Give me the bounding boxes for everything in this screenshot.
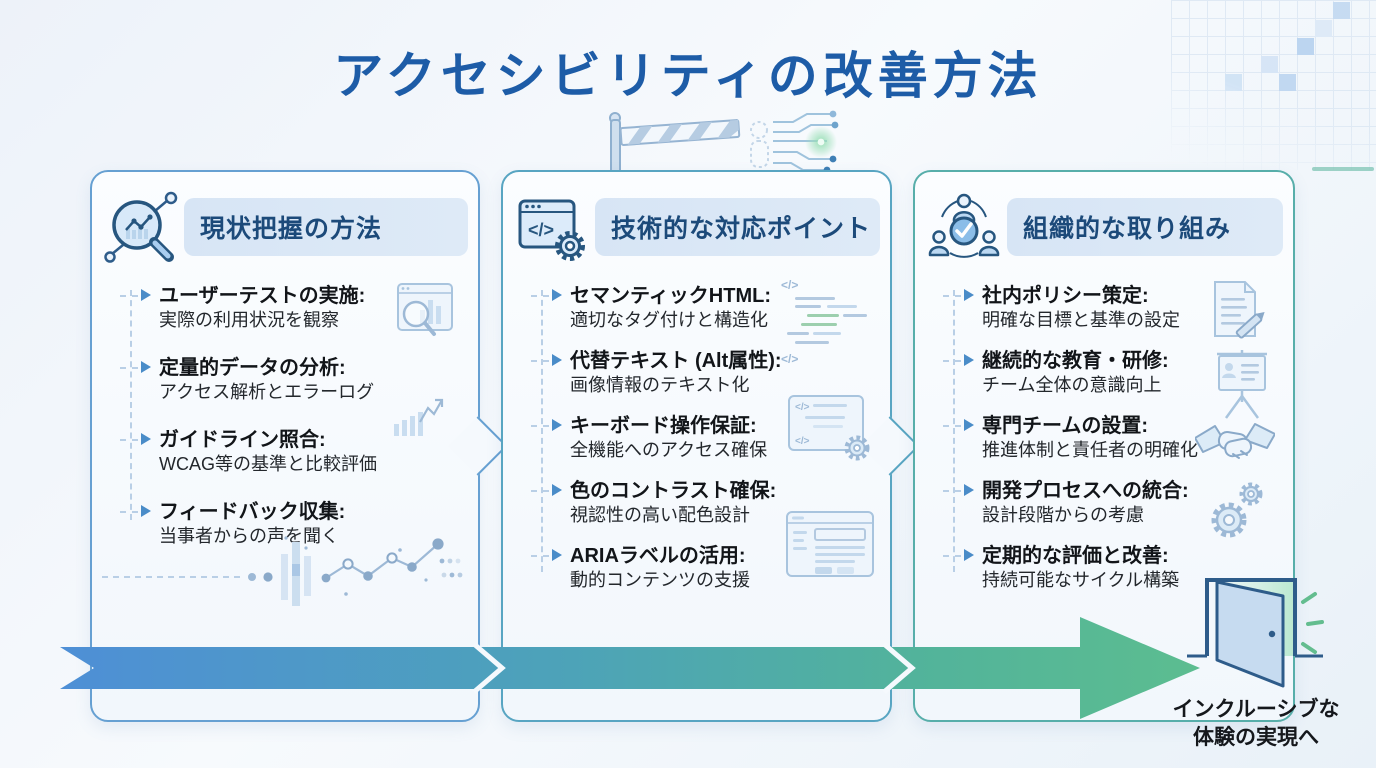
bullet-triangle-icon: [141, 361, 151, 373]
bullet-triangle-icon: [964, 549, 974, 561]
item-title: 代替テキスト (Alt属性):: [570, 350, 782, 372]
panel-title: 組織的な取り組み: [1007, 198, 1283, 256]
bullet-triangle-icon: [141, 433, 151, 445]
item-title: ARIAラベルの活用:: [570, 545, 746, 567]
bullet-triangle-icon: [964, 484, 974, 496]
panel-current-state: 現状把握の方法 ユーザーテストの実施: 実際の利用状況を観察 定量的データの分析:…: [90, 170, 508, 722]
item-title: 専門チームの設置:: [982, 415, 1149, 437]
panel-header: 現状把握の方法: [102, 188, 468, 266]
bullet-triangle-icon: [552, 484, 562, 496]
goal-label: インクルーシブな 体験の実現へ: [1151, 696, 1361, 752]
item-desc: 持続可能なサイクル構築: [982, 570, 1180, 590]
item-title: キーボード操作保証:: [570, 415, 757, 437]
item-title: 開発プロセスへの統合:: [982, 480, 1189, 502]
connector-line: [130, 290, 132, 520]
item-desc: 当事者からの声を聞く: [159, 526, 339, 546]
svg-text:</>: </>: [528, 220, 554, 240]
panel-technical: </> 技術的な対応ポイント セマンティックHTML: 適切なタグ付けと構造化 代…: [501, 170, 920, 722]
arrow-chevron-1: [472, 642, 506, 694]
list-item: 継続的な教育・研修: チーム全体の意識向上: [943, 349, 1285, 397]
list-item: 社内ポリシー策定: 明確な目標と基準の設定: [943, 284, 1285, 332]
bullet-triangle-icon: [964, 419, 974, 431]
page-title: アクセシビリティの改善方法: [333, 48, 1043, 104]
list-item: 代替テキスト (Alt属性): 画像情報のテキスト化: [531, 349, 882, 397]
goal-label-line1: インクルーシブな: [1172, 698, 1340, 721]
team-check-icon: [925, 188, 1003, 266]
list-item: 開発プロセスへの統合: 設計段階からの考慮: [943, 479, 1285, 527]
item-desc: 視認性の高い配色設計: [570, 505, 750, 525]
item-title: 継続的な教育・研修:: [982, 350, 1169, 372]
progress-arrow: [60, 617, 1200, 719]
item-desc: 設計段階からの考慮: [982, 505, 1144, 525]
item-title: 社内ポリシー策定:: [982, 285, 1149, 307]
list-item: ARIAラベルの活用: 動的コンテンツの支援: [531, 544, 882, 592]
item-desc: チーム全体の意識向上: [982, 375, 1162, 395]
magnifier-chart-icon: [102, 188, 180, 266]
item-desc: アクセス解析とエラーログ: [159, 382, 375, 402]
bullet-triangle-icon: [552, 549, 562, 561]
bullet-triangle-icon: [552, 289, 562, 301]
item-desc: 明確な目標と基準の設定: [982, 310, 1180, 330]
connector-line: [541, 290, 543, 572]
list-item: キーボード操作保証: 全機能へのアクセス確保: [531, 414, 882, 462]
item-desc: 実際の利用状況を観察: [159, 310, 339, 330]
list-item: セマンティックHTML: 適切なタグ付けと構造化: [531, 284, 882, 332]
item-title: ユーザーテストの実施:: [159, 285, 366, 307]
panel-title: 現状把握の方法: [184, 198, 468, 256]
barrier-to-circuit-icon: [609, 110, 839, 175]
item-desc: 画像情報のテキスト化: [570, 375, 750, 395]
item-title: 定量的データの分析:: [159, 357, 346, 379]
goal-label-line2: 体験の実現へ: [1193, 726, 1319, 749]
panel-header: </> 技術的な対応ポイント: [513, 188, 880, 266]
item-title: 色のコントラスト確保:: [570, 480, 777, 502]
bullet-triangle-icon: [552, 419, 562, 431]
item-title: セマンティックHTML:: [570, 285, 771, 307]
teal-dash-decor: [1312, 167, 1374, 171]
list-item: 定量的データの分析: アクセス解析とエラーログ: [120, 356, 470, 404]
panel-title: 技術的な対応ポイント: [595, 198, 880, 256]
list-item: 色のコントラスト確保: 視認性の高い配色設計: [531, 479, 882, 527]
panel-organizational: 組織的な取り組み 社内ポリシー策定: 明確な目標と基準の設定 継続的な教育・研修:…: [913, 170, 1295, 722]
bullet-triangle-icon: [141, 505, 151, 517]
item-desc: WCAG等の基準と比較評価: [159, 454, 377, 474]
arrow-chevron-2: [882, 642, 916, 694]
connector-line: [953, 290, 955, 572]
list-item: 定期的な評価と改善: 持続可能なサイクル構築: [943, 544, 1285, 592]
bullet-triangle-icon: [964, 354, 974, 366]
pixel-grid-decor: [1171, 0, 1376, 170]
item-title: 定期的な評価と改善:: [982, 545, 1169, 567]
list-item: ユーザーテストの実施: 実際の利用状況を観察: [120, 284, 470, 332]
panel-header: 組織的な取り組み: [925, 188, 1283, 266]
list-item: ガイドライン照合: WCAG等の基準と比較評価: [120, 428, 470, 476]
list-item: フィードバック収集: 当事者からの声を聞く: [120, 500, 470, 548]
item-title: ガイドライン照合:: [159, 429, 326, 451]
arrow-body: [60, 617, 1200, 719]
item-desc: 動的コンテンツの支援: [570, 570, 750, 590]
item-desc: 適切なタグ付けと構造化: [570, 310, 768, 330]
item-title: フィードバック収集:: [159, 501, 346, 523]
bullet-triangle-icon: [141, 289, 151, 301]
list-item: 専門チームの設置: 推進体制と責任者の明確化: [943, 414, 1285, 462]
bullet-triangle-icon: [552, 354, 562, 366]
item-desc: 全機能へのアクセス確保: [570, 440, 768, 460]
code-window-gear-icon: </>: [513, 188, 591, 266]
item-desc: 推進体制と責任者の明確化: [982, 440, 1198, 460]
open-door-icon: [1187, 578, 1324, 688]
bullet-triangle-icon: [964, 289, 974, 301]
